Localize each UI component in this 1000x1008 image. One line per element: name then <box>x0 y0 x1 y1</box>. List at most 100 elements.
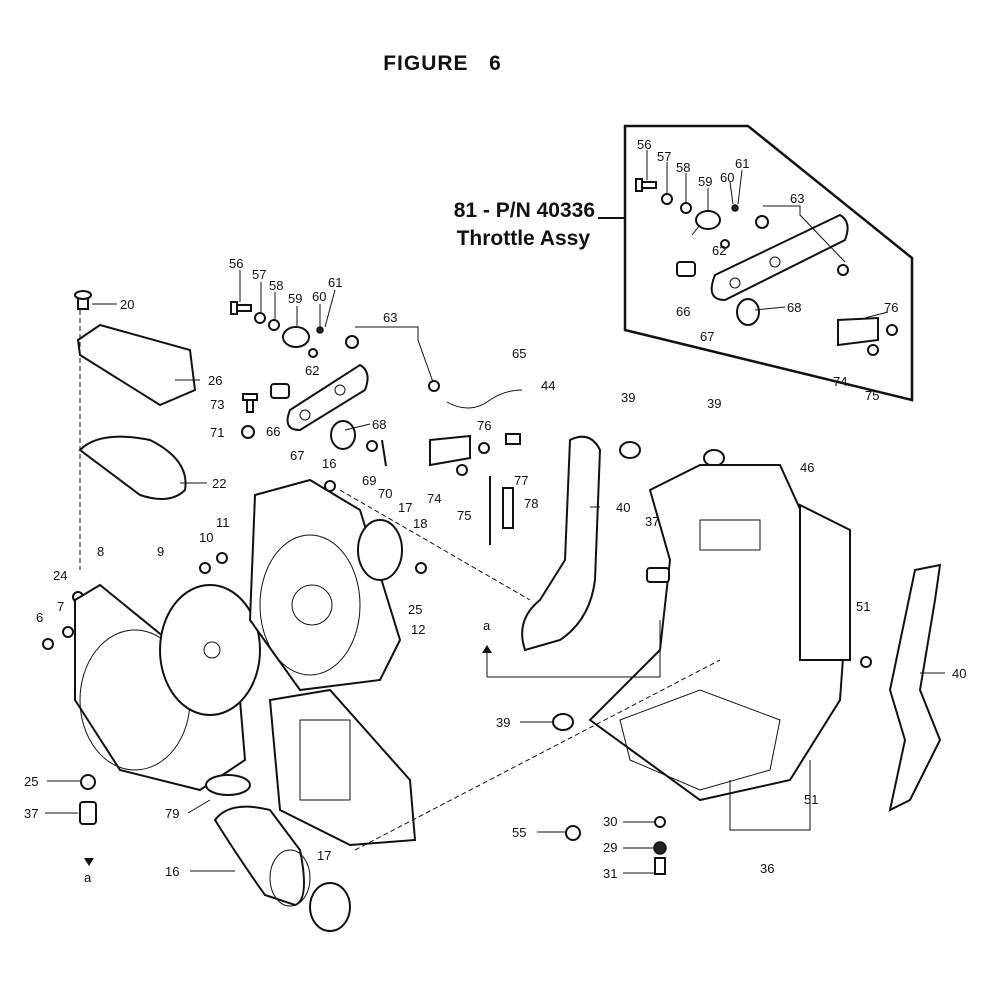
inset-cam <box>736 298 760 326</box>
screw-73 <box>242 393 258 413</box>
throttle-lever-59 <box>282 326 310 348</box>
fan-housing-8 <box>74 583 247 792</box>
grommet-37a <box>79 801 97 825</box>
inset-label-66: 66 <box>676 304 690 319</box>
inset-washer <box>661 193 673 205</box>
label-78: 78 <box>524 496 538 511</box>
label-68: 68 <box>372 417 386 432</box>
label-7: 7 <box>57 599 64 614</box>
label-74: 74 <box>427 491 441 506</box>
label-77: 77 <box>514 473 528 488</box>
inset-label-75: 75 <box>865 388 879 403</box>
fan-9 <box>159 584 261 716</box>
pin-62 <box>308 348 318 358</box>
inset-label-60: 60 <box>720 170 734 185</box>
washer-58 <box>268 319 280 331</box>
label-39a: 39 <box>621 390 635 405</box>
throttle-assembly-inset <box>598 124 914 402</box>
leader-lines <box>45 270 945 874</box>
label-30: 30 <box>603 814 617 829</box>
cover-26 <box>76 323 197 407</box>
label-a-bottom: a <box>84 870 92 885</box>
label-69: 69 <box>362 473 376 488</box>
inset-label-76: 76 <box>884 300 898 315</box>
label-59: 59 <box>288 291 302 306</box>
bolt-31 <box>654 857 666 875</box>
inset-label-74: 74 <box>833 374 847 389</box>
label-15: 18 <box>413 516 427 531</box>
cam-68 <box>330 420 356 450</box>
bracket-74 <box>429 434 471 467</box>
label-65: 65 <box>512 346 526 361</box>
assembly-callout-name: Throttle Assy <box>456 227 590 250</box>
label-12: 12 <box>411 622 425 637</box>
washer-30 <box>654 816 666 828</box>
inset-label-67: 67 <box>700 329 714 344</box>
throttle-group <box>230 301 523 545</box>
inset-screw <box>635 178 657 192</box>
washer-7 <box>62 626 74 638</box>
spring-60 <box>316 326 324 334</box>
bolt-49 <box>860 656 872 668</box>
inset-label-59: 59 <box>698 174 712 189</box>
label-24: 24 <box>53 568 67 583</box>
inset-spring <box>731 204 739 212</box>
nut-13 <box>324 480 336 492</box>
inset-nut-76 <box>886 324 898 336</box>
inset-label-63: 63 <box>790 191 804 206</box>
washer-29 <box>653 841 667 855</box>
screw-75 <box>456 464 468 476</box>
label-6: 6 <box>36 610 43 625</box>
screw-56 <box>230 301 252 315</box>
air-cleaner <box>268 688 417 847</box>
label-51: 51 <box>804 792 818 807</box>
arrow-up-a <box>482 645 492 653</box>
label-9: 9 <box>157 544 164 559</box>
nut-63 <box>345 335 359 349</box>
label-13: 16 <box>322 456 336 471</box>
label-31: 31 <box>603 866 617 881</box>
label-67: 67 <box>290 448 304 463</box>
grommet-37b <box>646 567 670 583</box>
label-57: 57 <box>252 267 266 282</box>
inset-pin <box>720 239 730 249</box>
inset-bracket <box>837 316 879 347</box>
washer-69 <box>366 440 378 452</box>
screen-14 <box>357 519 403 581</box>
label-56: 56 <box>229 256 243 271</box>
bolt-6 <box>42 638 54 650</box>
label-55: 55 <box>512 825 526 840</box>
arrow-down-left <box>84 858 94 866</box>
label-39b: 39 <box>707 396 721 411</box>
main-part-labels: 20 26 73 71 22 56 57 58 59 60 61 62 63 6… <box>24 256 966 885</box>
label-58: 58 <box>269 278 283 293</box>
inset-throttle-lever <box>691 210 721 236</box>
bolt-44 <box>505 433 521 445</box>
label-60: 60 <box>312 289 326 304</box>
nut-39b <box>703 449 725 467</box>
label-46: 46 <box>800 460 814 475</box>
handle-housing <box>286 363 369 432</box>
label-61: 61 <box>328 275 342 290</box>
clamp-79 <box>205 774 251 796</box>
label-14: 17 <box>398 500 412 515</box>
label-20: 20 <box>120 297 134 312</box>
label-37a: 37 <box>24 806 38 821</box>
nut-76 <box>478 442 490 454</box>
inset-screw-75 <box>867 344 879 356</box>
knob-66 <box>270 383 290 399</box>
bolt-20 <box>74 290 92 310</box>
label-49: 51 <box>856 599 870 614</box>
pin-70 <box>381 439 387 467</box>
label-18: 25 <box>408 602 422 617</box>
label-63: 63 <box>383 310 397 325</box>
elbow-16 <box>213 805 311 907</box>
nut-55 <box>565 825 581 841</box>
label-11: 11 <box>216 515 230 530</box>
inset-nut <box>755 215 769 229</box>
label-62: 62 <box>305 363 319 378</box>
cable-65 <box>446 389 523 409</box>
pipe-40-main <box>521 435 602 652</box>
figure-title: FIGURE 6 <box>383 52 502 75</box>
label-37b: 37 <box>645 514 659 529</box>
